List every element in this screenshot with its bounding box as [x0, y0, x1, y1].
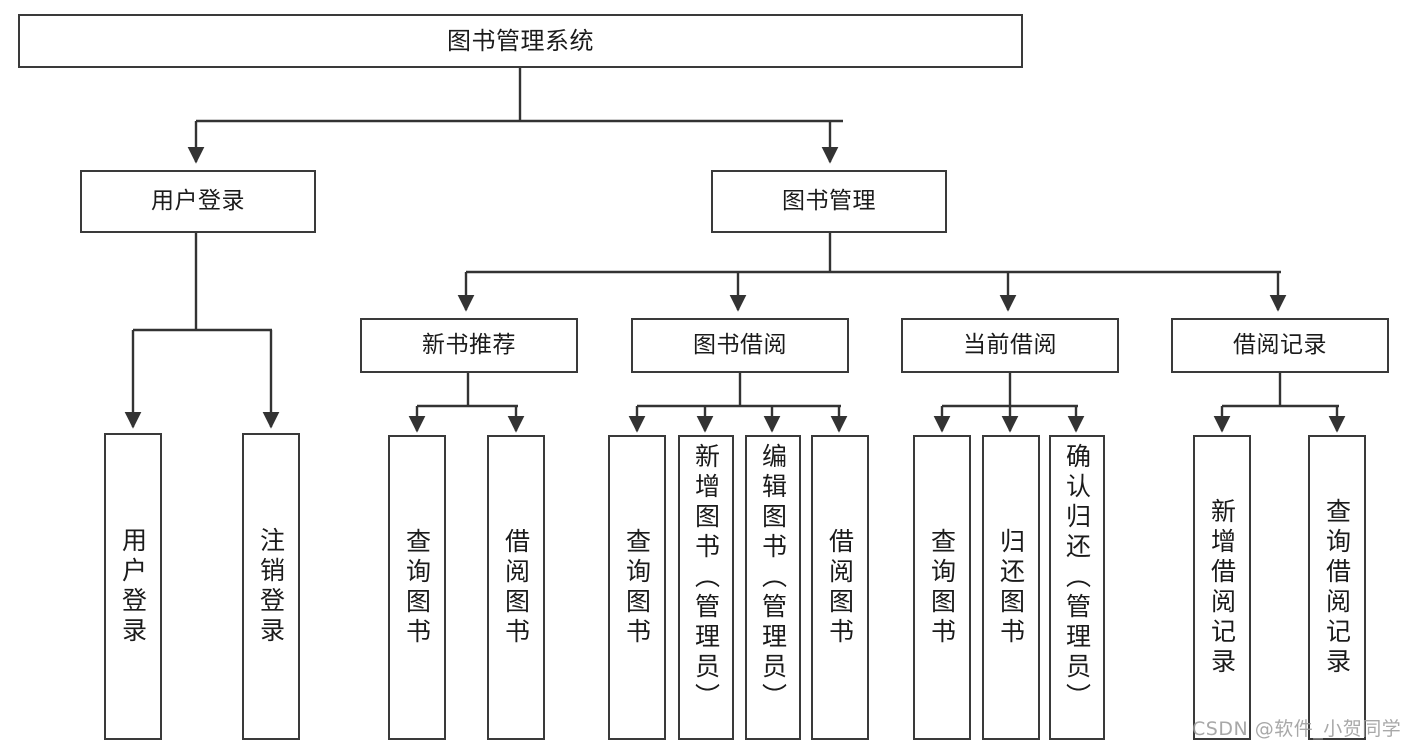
node-leaf-logout-label: 注销登录 [256, 526, 286, 647]
node-root-book-management-system[interactable]: 图书管理系统 [18, 14, 1023, 68]
node-borrow-record[interactable]: 借阅记录 [1171, 318, 1389, 373]
node-leaf-query-book-borrow[interactable]: 查询图书 [608, 435, 666, 740]
node-book-management[interactable]: 图书管理 [711, 170, 947, 233]
node-borrow-record-label: 借阅记录 [1233, 331, 1327, 358]
node-leaf-query-book-recommend-label: 查询图书 [402, 527, 432, 648]
csdn-watermark: CSDN @软件_小贺同学 [1192, 718, 1402, 740]
node-new-book-recommend-label: 新书推荐 [422, 331, 516, 358]
node-leaf-borrow-book-label: 借阅图书 [825, 527, 855, 648]
node-current-borrow-label: 当前借阅 [963, 331, 1057, 358]
node-leaf-add-book-admin-label: 新增图书（管理员） [691, 443, 721, 713]
node-leaf-query-book-borrow-label: 查询图书 [622, 527, 652, 648]
node-leaf-edit-book-admin-label: 编辑图书（管理员） [758, 443, 788, 713]
node-leaf-add-borrow-record-label: 新增借阅记录 [1207, 497, 1237, 678]
node-leaf-borrow-book[interactable]: 借阅图书 [811, 435, 869, 740]
node-leaf-borrow-book-recommend[interactable]: 借阅图书 [487, 435, 545, 740]
node-leaf-logout[interactable]: 注销登录 [242, 433, 300, 740]
node-leaf-query-borrow-record[interactable]: 查询借阅记录 [1308, 435, 1366, 740]
node-book-management-label: 图书管理 [782, 187, 876, 214]
node-leaf-query-borrow-record-label: 查询借阅记录 [1322, 497, 1352, 678]
node-new-book-recommend[interactable]: 新书推荐 [360, 318, 578, 373]
node-leaf-query-book-recommend[interactable]: 查询图书 [388, 435, 446, 740]
node-leaf-add-borrow-record[interactable]: 新增借阅记录 [1193, 435, 1251, 740]
node-leaf-confirm-return-admin[interactable]: 确认归还（管理员） [1049, 435, 1105, 740]
node-leaf-add-book-admin[interactable]: 新增图书（管理员） [678, 435, 734, 740]
node-leaf-return-book[interactable]: 归还图书 [982, 435, 1040, 740]
node-book-borrow-label: 图书借阅 [693, 331, 787, 358]
node-leaf-confirm-return-admin-label: 确认归还（管理员） [1062, 443, 1092, 713]
node-leaf-query-book-current[interactable]: 查询图书 [913, 435, 971, 740]
node-user-login[interactable]: 用户登录 [80, 170, 316, 233]
node-leaf-query-book-current-label: 查询图书 [927, 527, 957, 648]
node-leaf-edit-book-admin[interactable]: 编辑图书（管理员） [745, 435, 801, 740]
node-user-login-label: 用户登录 [151, 187, 245, 214]
node-leaf-borrow-book-recommend-label: 借阅图书 [501, 527, 531, 648]
node-leaf-user-login[interactable]: 用户登录 [104, 433, 162, 740]
node-leaf-user-login-label: 用户登录 [118, 526, 148, 647]
node-current-borrow[interactable]: 当前借阅 [901, 318, 1119, 373]
node-book-borrow[interactable]: 图书借阅 [631, 318, 849, 373]
node-root-label: 图书管理系统 [447, 26, 594, 55]
node-leaf-return-book-label: 归还图书 [996, 527, 1026, 648]
